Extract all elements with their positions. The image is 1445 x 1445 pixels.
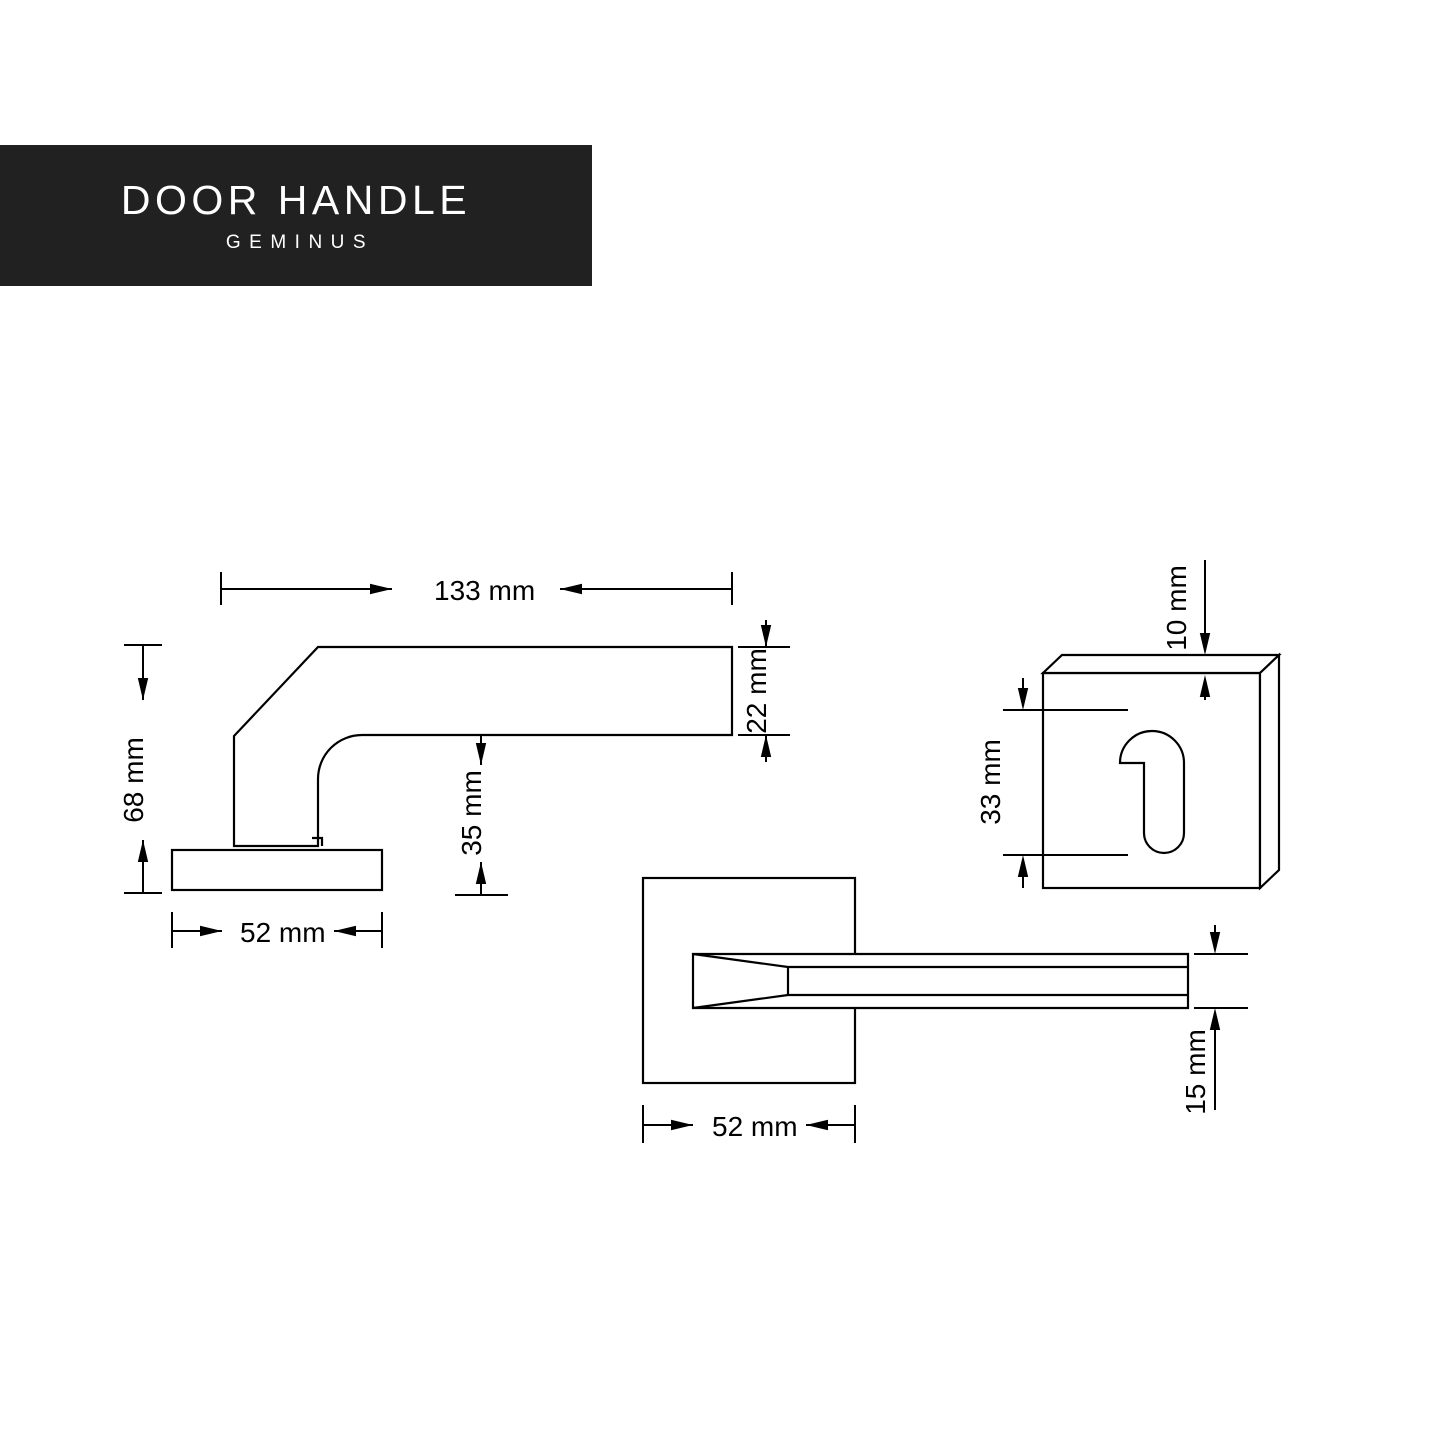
dimension-rose-width-side: 52 mm [171,912,383,948]
dimension-label-lever-width-top: 15 mm [1180,1029,1211,1115]
dimension-label-keyhole-height: 33 mm [975,739,1006,825]
dimension-lever-height: 22 mm [738,620,790,762]
dimension-keyhole-height: 33 mm [975,678,1128,888]
top-view-lever-taper-upper [692,952,789,969]
top-view-lever-taper-lower [692,993,789,1010]
dimension-label-lever-clearance: 35 mm [456,770,487,856]
escutcheon-keyhole [1118,729,1186,855]
dimension-lever-length: 133 mm [220,572,733,606]
side-view-neck-notch [312,836,324,846]
dimension-label-lever-height: 22 mm [741,648,772,734]
dimension-label-rose-width-side: 52 mm [240,917,326,948]
product-model: GEMINUS [225,231,375,253]
dimension-lever-clearance: 35 mm [455,735,508,896]
side-elevation-view: 133 mm 22 mm 68 mm [118,572,790,948]
title-block: DOOR HANDLE GEMINUS [0,145,592,286]
top-plan-view: 52 mm 15 mm [641,876,1248,1143]
dimension-lever-width-top: 15 mm [1180,925,1248,1115]
dimension-rose-width-top: 52 mm [642,1105,856,1143]
dimension-label-escutcheon-thickness: 10 mm [1161,565,1192,651]
dimension-label-rose-width-top: 52 mm [712,1111,798,1142]
escutcheon-top-face [1040,653,1282,675]
top-view-lever-outline [691,952,1190,1010]
dimension-label-handle-height: 68 mm [118,737,149,823]
escutcheon-isometric-view: 10 mm 33 mm [975,560,1282,891]
side-view-lever-profile [232,645,734,848]
side-view-rose-plate [170,848,384,892]
dimension-handle-height: 68 mm [118,644,162,894]
dimension-label-lever-length: 133 mm [434,575,535,606]
dimension-escutcheon-thickness: 10 mm [1161,560,1211,700]
product-title: DOOR HANDLE [120,176,472,223]
escutcheon-side-face [1258,652,1281,891]
